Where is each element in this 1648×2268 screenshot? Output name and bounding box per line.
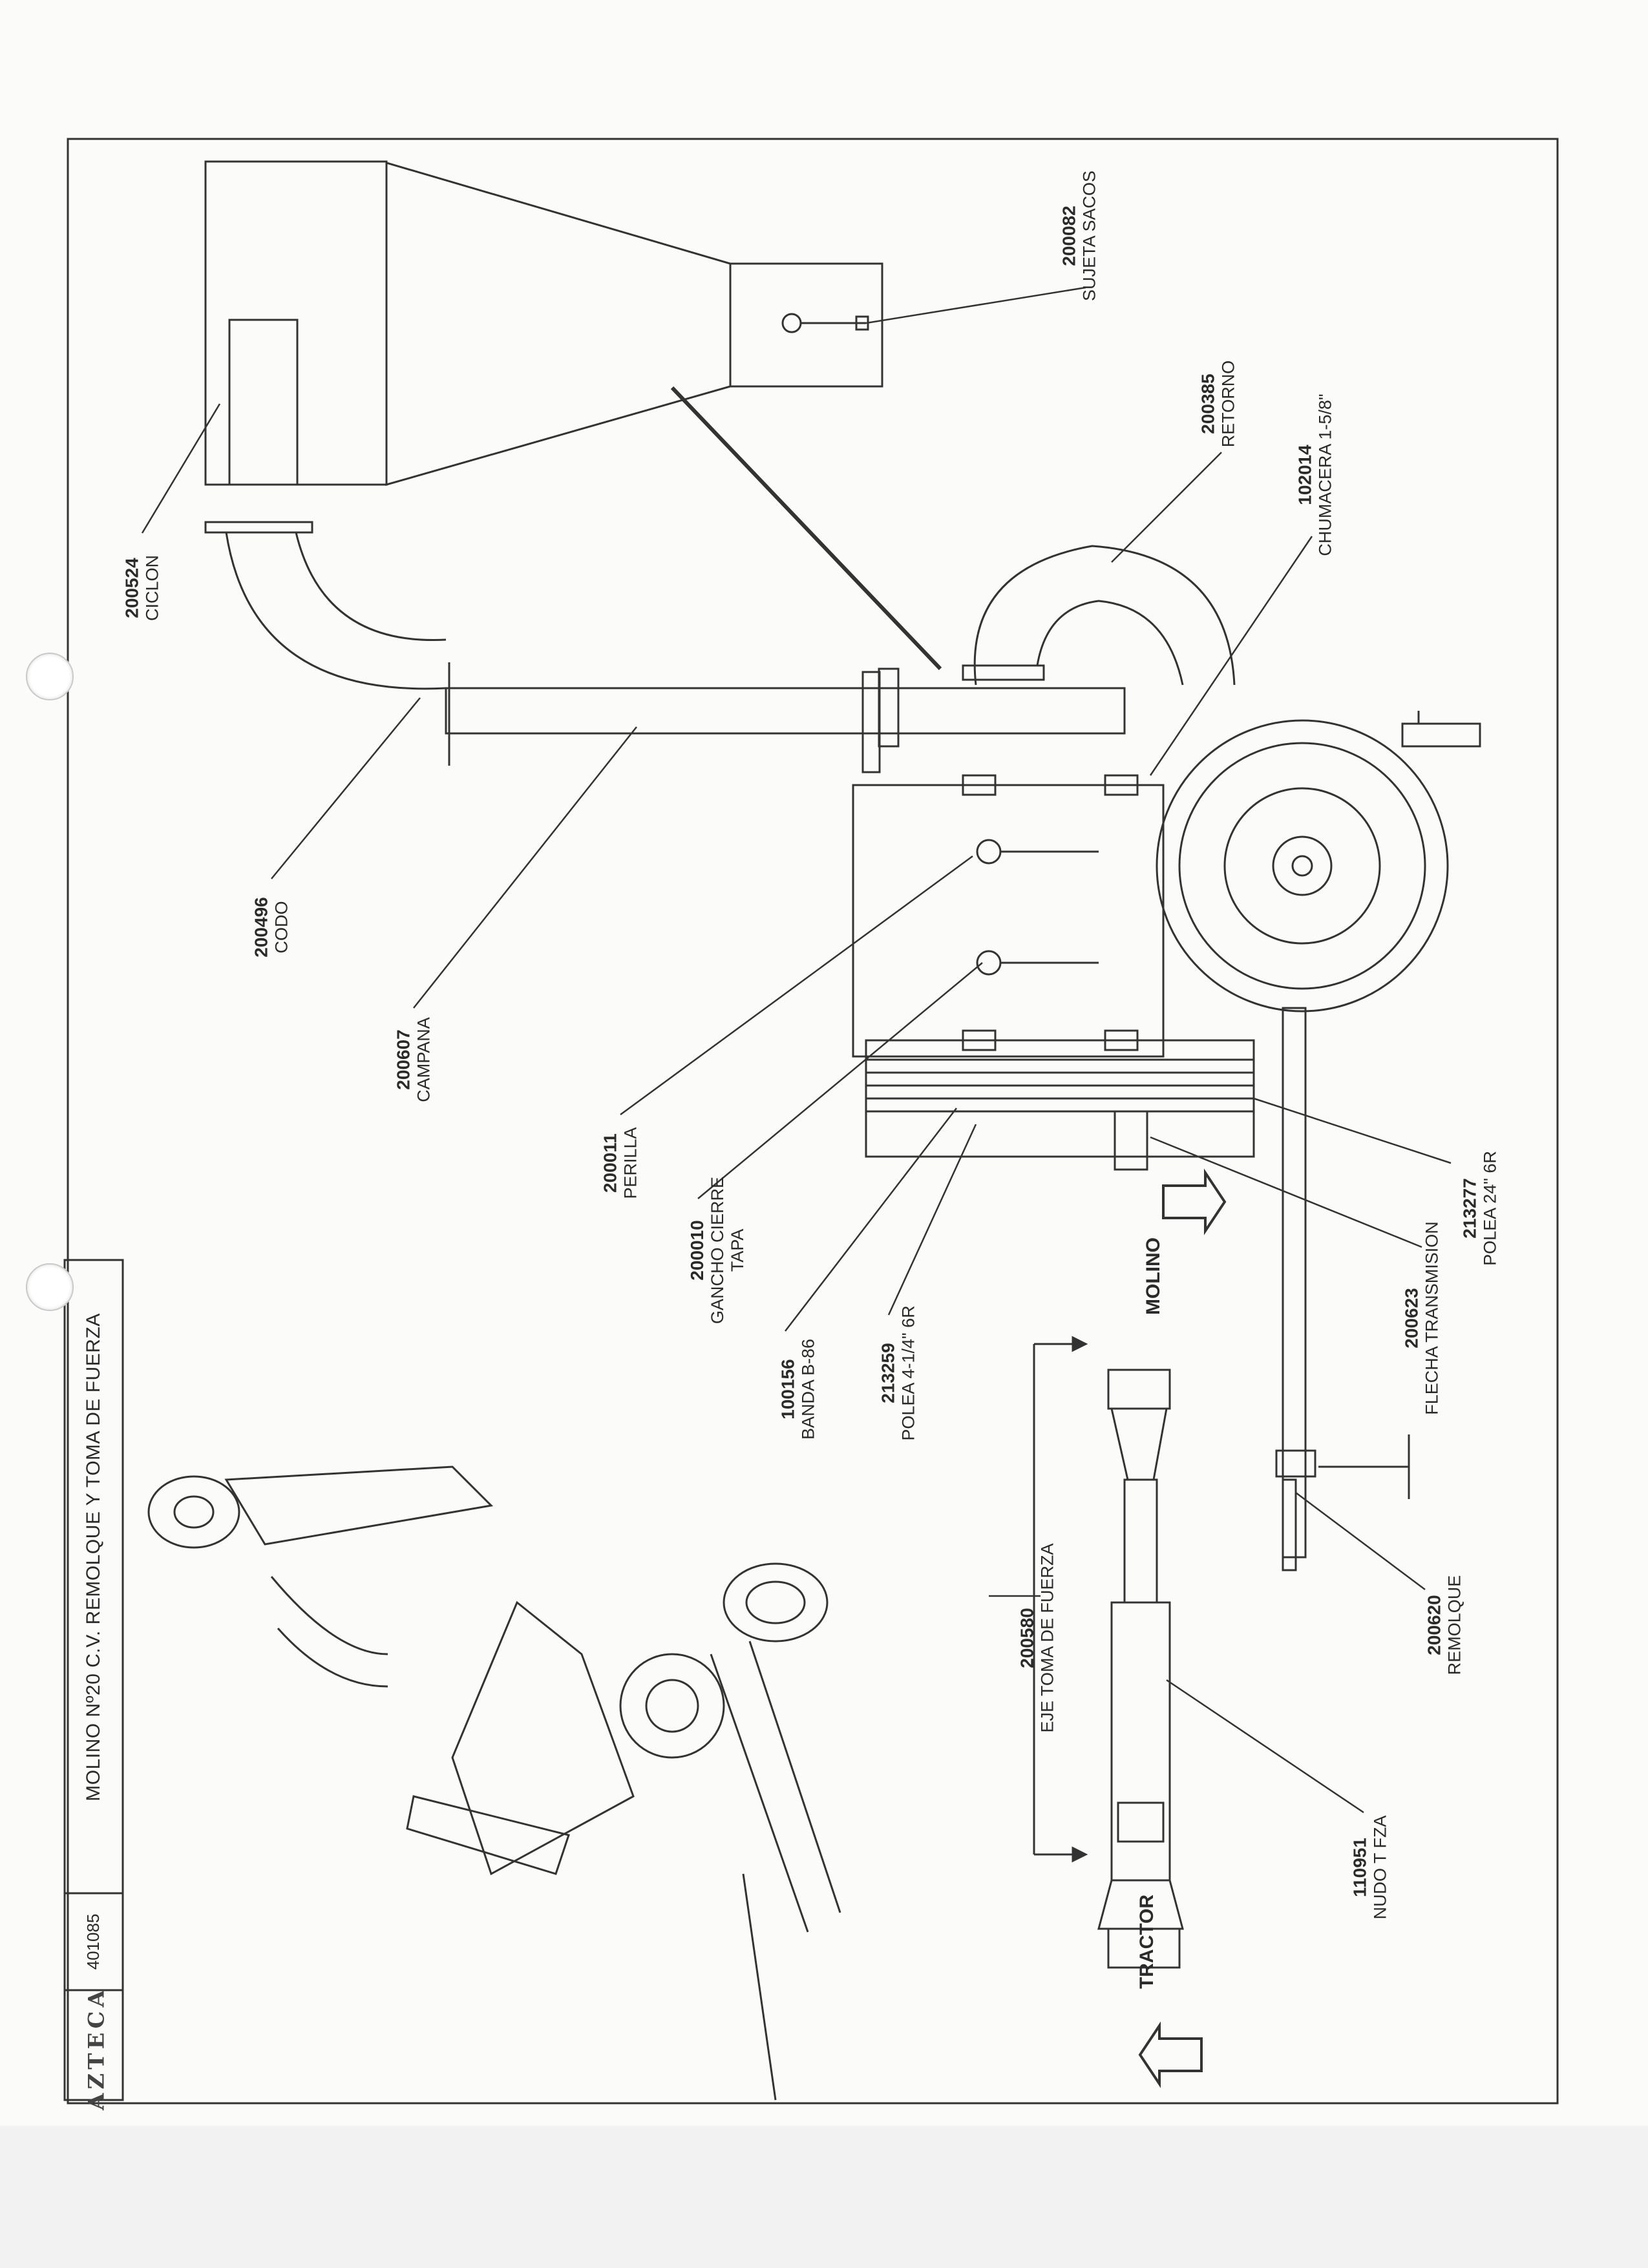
pto-shaft-drawing xyxy=(1097,1369,1184,1969)
return-pipe-drawing xyxy=(962,545,1236,686)
leader-lines xyxy=(141,286,1452,1814)
punch-hole-bottom xyxy=(26,1263,74,1311)
brand-logo-text: AZTECA xyxy=(83,1986,110,2110)
part-callout-remolque: 200620 REMOLQUE xyxy=(1424,1575,1464,1675)
part-name: POLEA 4-1/4" 6R xyxy=(898,1305,918,1441)
part-code: 200580 xyxy=(1017,1608,1037,1668)
part-name: CICLON xyxy=(142,554,162,622)
part-code: 213277 xyxy=(1459,1178,1480,1239)
part-code: 200082 xyxy=(1059,205,1079,266)
part-code: 200011 xyxy=(600,1133,620,1193)
part-name: CHUMACERA 1-5/8" xyxy=(1315,394,1335,556)
part-code: 200524 xyxy=(121,558,142,618)
part-code: 200496 xyxy=(251,897,271,958)
wheel-drawing xyxy=(1156,711,1481,1013)
part-code: 200607 xyxy=(393,1029,414,1090)
tractor-label: TRACTOR xyxy=(1136,1894,1157,1990)
document-number: 401085 xyxy=(83,1913,103,1970)
part-name: SUJETA SACOS xyxy=(1079,170,1099,302)
part-callout-ciclon: 200524 CICLON xyxy=(121,555,162,621)
part-code: 200385 xyxy=(1198,373,1218,434)
part-callout-polea-4: 213259 POLEA 4-1/4" 6R xyxy=(878,1305,918,1440)
part-name: PERILLA xyxy=(620,1127,640,1199)
leader-200011 xyxy=(620,855,973,1116)
part-callout-campana: 200607 CAMPANA xyxy=(393,1017,434,1102)
mill-body-drawing xyxy=(852,774,1255,1158)
cyclone-drawing xyxy=(204,160,883,486)
leader-200496 xyxy=(271,697,421,879)
bracket-arrowhead-bottom xyxy=(1072,1846,1088,1863)
leader-200385 xyxy=(1111,452,1222,563)
part-callout-flecha-transmision: 200623 FLECHA TRANSMISION xyxy=(1401,1221,1442,1415)
title-block xyxy=(63,1259,124,2101)
leader-200620 xyxy=(1295,1492,1426,1590)
leader-110951 xyxy=(1166,1679,1364,1814)
part-name: EJE TOMA DE FUERZA xyxy=(1037,1543,1057,1733)
part-name: RETORNO xyxy=(1218,360,1238,448)
part-callout-retorno: 200385 RETORNO xyxy=(1198,361,1238,448)
elbow-and-tube-drawing xyxy=(204,521,1126,773)
part-code: 200010 xyxy=(686,1220,707,1281)
scan-bottom-edge xyxy=(0,2126,1648,2268)
part-callout-gancho-cierre: 200010 GANCHO CIERRE TAPA xyxy=(687,1177,748,1324)
leader-102014 xyxy=(1149,536,1313,776)
direction-bracket xyxy=(1033,1343,1073,1856)
part-name-line2: TAPA xyxy=(728,1228,748,1272)
leader-200082 xyxy=(865,286,1086,324)
part-callout-sujeta-sacos: 200082 SUJETA SACOS xyxy=(1059,171,1099,301)
leader-200623 xyxy=(1150,1136,1422,1248)
transmission-shaft-stub xyxy=(1114,1110,1148,1171)
part-name: BANDA B-86 xyxy=(798,1338,818,1440)
isometric-view-drawing xyxy=(147,1465,841,2101)
part-code: 200620 xyxy=(1424,1595,1444,1655)
leader-100156 xyxy=(785,1108,957,1332)
part-code: 200623 xyxy=(1401,1288,1422,1349)
leader-200010 xyxy=(697,962,983,1199)
leader-213277 xyxy=(1253,1097,1452,1164)
part-name: REMOLQUE xyxy=(1444,1575,1464,1675)
part-code: 102014 xyxy=(1294,445,1315,505)
part-callout-chumacera: 102014 CHUMACERA 1-5/8" xyxy=(1294,394,1335,556)
part-name: CODO xyxy=(271,901,291,954)
part-code: 100156 xyxy=(777,1359,798,1420)
part-callout-banda: 100156 BANDA B-86 xyxy=(777,1339,818,1440)
molino-label: MOLINO xyxy=(1142,1237,1164,1315)
leader-200607 xyxy=(413,726,637,1009)
punch-hole-top xyxy=(26,653,74,700)
part-name: GANCHO CIERRE xyxy=(708,1176,728,1325)
part-callout-nudo-t-fza: 110951 NUDO T FZA xyxy=(1349,1815,1390,1919)
part-name: FLECHA TRANSMISION xyxy=(1422,1221,1442,1415)
part-name: POLEA 24" 6R xyxy=(1480,1151,1500,1266)
bracket-arrowhead-top xyxy=(1072,1336,1088,1352)
part-name: CAMPANA xyxy=(414,1017,434,1102)
part-code: 110951 xyxy=(1349,1838,1370,1897)
leader-213259 xyxy=(887,1124,977,1316)
tractor-direction-arrow xyxy=(1138,2021,1203,2088)
part-name: NUDO T FZA xyxy=(1370,1815,1390,1920)
outer-frame xyxy=(67,138,1559,2105)
part-callout-perilla: 200011 PERILLA xyxy=(600,1127,640,1199)
trailer-frame-drawing xyxy=(1275,1007,1410,1571)
part-callout-codo: 200496 CODO xyxy=(251,897,291,957)
part-code: 213259 xyxy=(878,1343,898,1403)
sheet-title: MOLINO Nº20 C.V. REMOLQUE Y TOMA DE FUER… xyxy=(82,1313,104,1801)
part-callout-eje-toma-de-fuerza: 200580 EJE TOMA DE FUERZA xyxy=(1017,1543,1057,1732)
leader-200524 xyxy=(141,403,221,534)
molino-direction-arrow xyxy=(1162,1168,1227,1235)
support-brace xyxy=(670,386,942,671)
part-callout-polea-24: 213277 POLEA 24" 6R xyxy=(1459,1151,1500,1266)
